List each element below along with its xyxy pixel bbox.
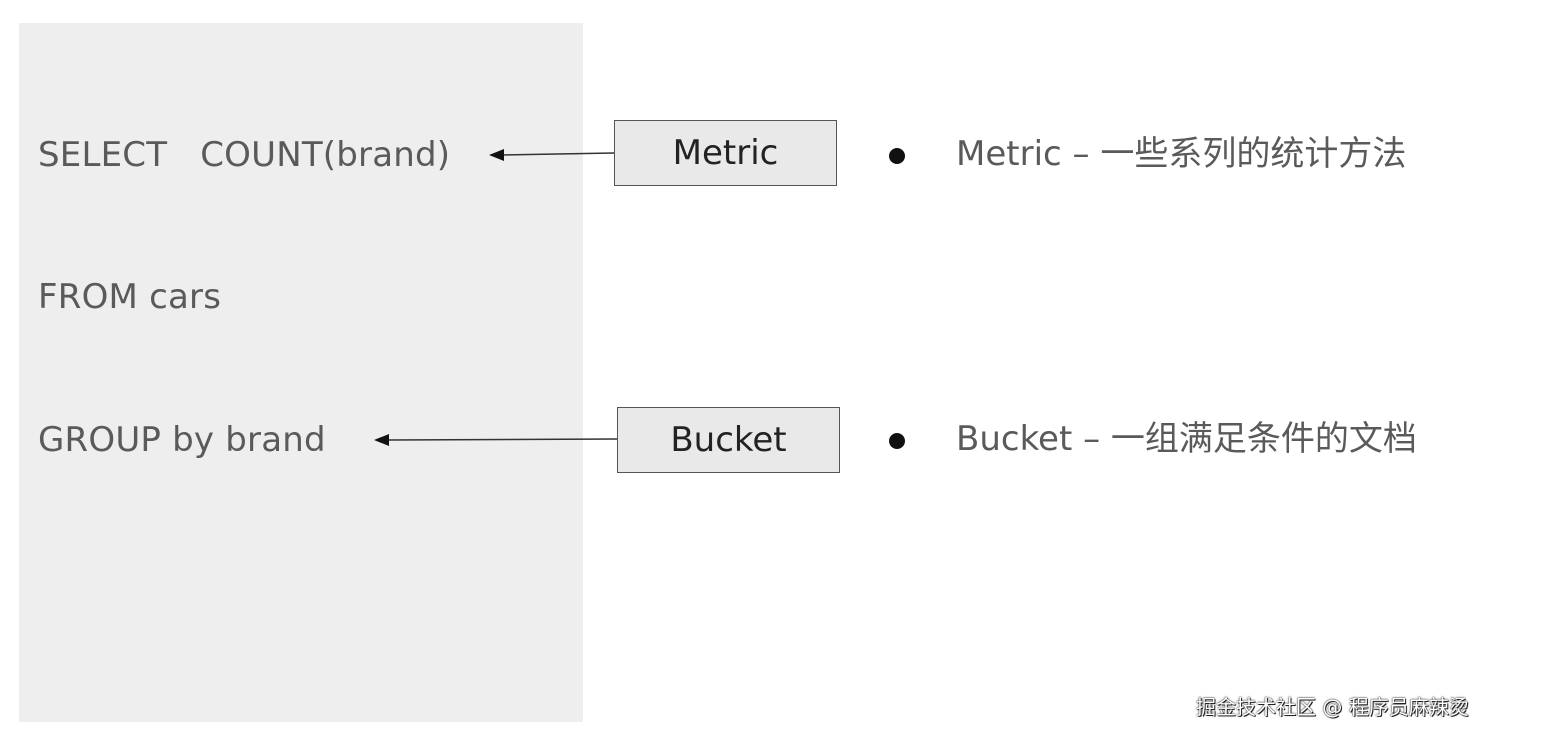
bucket-box: Bucket bbox=[617, 407, 840, 473]
bucket-bullet-icon bbox=[889, 433, 905, 449]
sql-group-by-line: GROUP by brand bbox=[38, 420, 326, 460]
sql-from-line: FROM cars bbox=[38, 277, 222, 317]
metric-bullet-icon bbox=[889, 148, 905, 164]
watermark: 掘金技术社区 @ 程序员麻辣烫 bbox=[1196, 695, 1469, 719]
metric-box: Metric bbox=[614, 120, 837, 186]
metric-arrow-head bbox=[489, 149, 504, 161]
bucket-description: Bucket – 一组满足条件的文档 bbox=[956, 419, 1417, 459]
sql-select-line: SELECT COUNT(brand) bbox=[38, 135, 451, 175]
metric-description: Metric – 一些系列的统计方法 bbox=[956, 134, 1407, 174]
metric-arrow-line bbox=[501, 152, 615, 156]
bucket-arrow-line bbox=[387, 438, 618, 441]
sql-panel bbox=[19, 23, 583, 722]
bucket-arrow-head bbox=[374, 434, 389, 446]
